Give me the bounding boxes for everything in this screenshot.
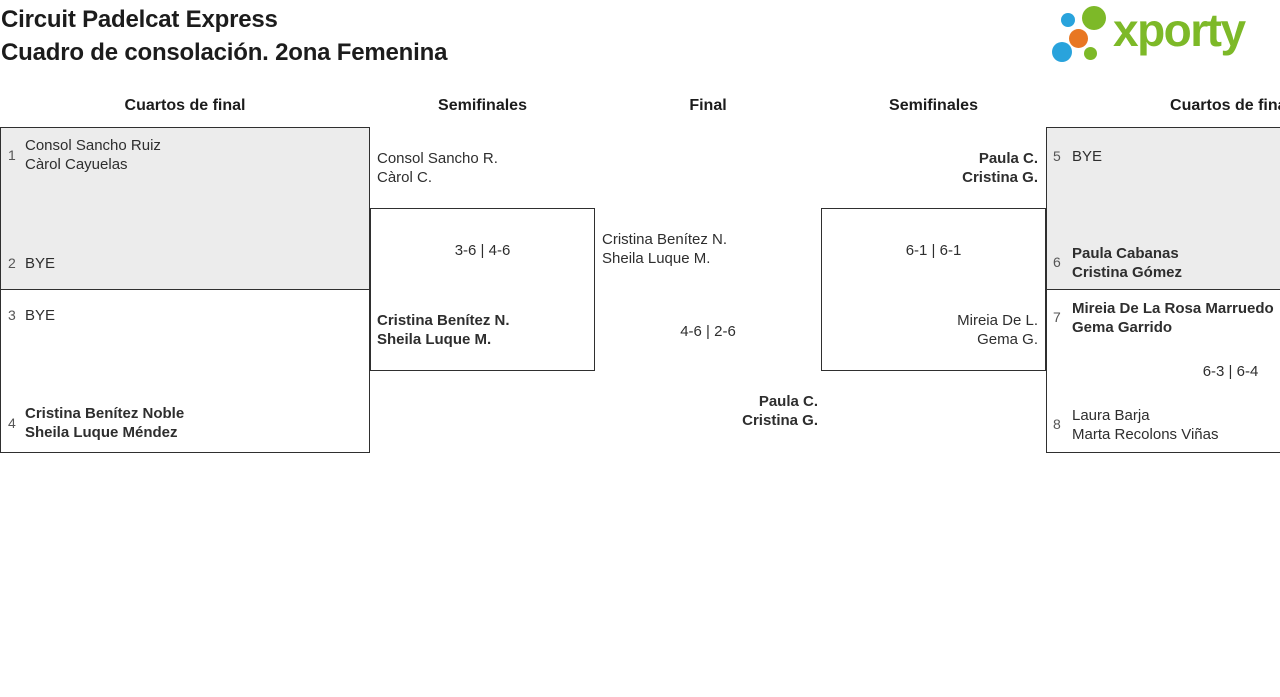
match-box-qf-right-1[interactable] xyxy=(1046,127,1280,290)
team-name-line2: Càrol C. xyxy=(377,169,433,186)
match-score-final: 4-6 | 2-6 xyxy=(680,323,736,340)
seed-number-1: 1 xyxy=(8,147,16,163)
team-qf-left-2-top-bye: BYE xyxy=(25,306,55,325)
tournament-name: Circuit Padelcat Express xyxy=(1,6,278,33)
round-header-quarterfinals-left: Cuartos de final xyxy=(124,97,246,114)
xporty-logo[interactable]: xporty xyxy=(1046,0,1280,72)
team-name-line1: BYE xyxy=(25,255,56,272)
bracket-subtitle: Cuadro de consolación. 2ona Femenina xyxy=(1,39,448,66)
logo-wordmark: xporty xyxy=(1113,4,1246,56)
team-name-line1: Paula C. xyxy=(978,150,1038,167)
team-qf-right-1-bottom-winner: Paula Cabanas Cristina Gómez xyxy=(1072,244,1182,282)
seed-number-4: 4 xyxy=(8,415,16,431)
team-name-line1: Laura Barja xyxy=(1072,407,1150,424)
team-name-line1: BYE xyxy=(1072,148,1103,165)
team-qf-right-2-bottom: Laura Barja Marta Recolons Viñas xyxy=(1072,406,1218,444)
team-name-line1: Mireia De L. xyxy=(957,312,1038,329)
team-name-line2: Sheila Luque M. xyxy=(377,331,492,348)
round-header-quarterfinals-right: Cuartos de final xyxy=(1170,97,1280,114)
seed-number-2: 2 xyxy=(8,255,16,271)
team-name-line2: Gema Garrido xyxy=(1072,319,1173,336)
round-header-semifinals-right: Semifinales xyxy=(889,97,978,114)
match-score-sf-left: 3-6 | 4-6 xyxy=(454,242,511,259)
match-box-sf-right[interactable] xyxy=(821,208,1046,371)
seed-number-3: 3 xyxy=(8,307,16,323)
team-qf-left-1-top: Consol Sancho Ruiz Càrol Cayuelas xyxy=(25,136,161,174)
team-sf-left-top: Consol Sancho R. Càrol C. xyxy=(377,149,498,187)
team-name-line2: Cristina G. xyxy=(962,169,1038,186)
team-qf-right-1-top-bye: BYE xyxy=(1072,147,1102,166)
team-name-line2: Gema G. xyxy=(977,331,1038,348)
team-name-line1: Paula Cabanas xyxy=(1072,245,1179,262)
logo-dot-green-large-icon xyxy=(1082,6,1106,30)
team-name-line2: Sheila Luque M. xyxy=(602,250,711,267)
team-qf-left-1-bottom-bye: BYE xyxy=(25,254,55,273)
team-name-line2: Càrol Cayuelas xyxy=(25,156,128,173)
seed-number-7: 7 xyxy=(1053,309,1061,325)
seed-number-6: 6 xyxy=(1053,254,1061,270)
match-score-qf-right-2: 6-3 | 6-4 xyxy=(1202,363,1259,380)
team-sf-right-top-winner: Paula C. Cristina G. xyxy=(821,149,1038,187)
team-name-line1: Cristina Benítez N. xyxy=(377,312,510,329)
match-box-qf-left-1[interactable] xyxy=(0,127,370,290)
logo-dot-blue-small-icon xyxy=(1061,13,1075,27)
round-header-final: Final xyxy=(689,97,727,114)
logo-dot-blue-large-icon xyxy=(1052,42,1072,62)
seed-number-5: 5 xyxy=(1053,148,1061,164)
team-name-line1: Mireia De La Rosa Marruedo xyxy=(1072,300,1274,317)
round-header-semifinals-left: Semifinales xyxy=(438,97,527,114)
page-title: Circuit Padelcat Express Cuadro de conso… xyxy=(1,3,447,69)
team-sf-right-bottom: Mireia De L. Gema G. xyxy=(821,311,1038,349)
match-score-sf-right: 6-1 | 6-1 xyxy=(905,242,962,259)
match-box-sf-left[interactable] xyxy=(370,208,595,371)
team-name-line1: Cristina Benítez Noble xyxy=(25,405,185,422)
match-box-qf-right-2[interactable] xyxy=(1046,290,1280,453)
logo-dot-green-small-icon xyxy=(1084,47,1097,60)
team-name-line1: Paula C. xyxy=(758,393,818,410)
team-name-line1: BYE xyxy=(25,307,56,324)
team-final-bottom-champion: Paula C. Cristina G. xyxy=(595,392,818,430)
logo-dot-orange-icon xyxy=(1069,29,1088,48)
team-name-line1: Consol Sancho Ruiz xyxy=(25,137,161,154)
team-sf-left-bottom-winner: Cristina Benítez N. Sheila Luque M. xyxy=(377,311,510,349)
team-final-top: Cristina Benítez N. Sheila Luque M. xyxy=(602,230,727,268)
team-name-line2: Marta Recolons Viñas xyxy=(1072,426,1219,443)
team-name-line2: Cristina Gómez xyxy=(1072,264,1183,281)
team-name-line2: Sheila Luque Méndez xyxy=(25,424,178,441)
match-box-qf-left-2[interactable] xyxy=(0,290,370,453)
team-qf-right-2-top-winner: Mireia De La Rosa Marruedo Gema Garrido xyxy=(1072,299,1274,337)
seed-number-8: 8 xyxy=(1053,416,1061,432)
team-name-line2: Cristina G. xyxy=(742,412,818,429)
team-name-line1: Consol Sancho R. xyxy=(377,150,498,167)
team-qf-left-2-bottom-winner: Cristina Benítez Noble Sheila Luque Ménd… xyxy=(25,404,184,442)
team-name-line1: Cristina Benítez N. xyxy=(602,231,728,248)
